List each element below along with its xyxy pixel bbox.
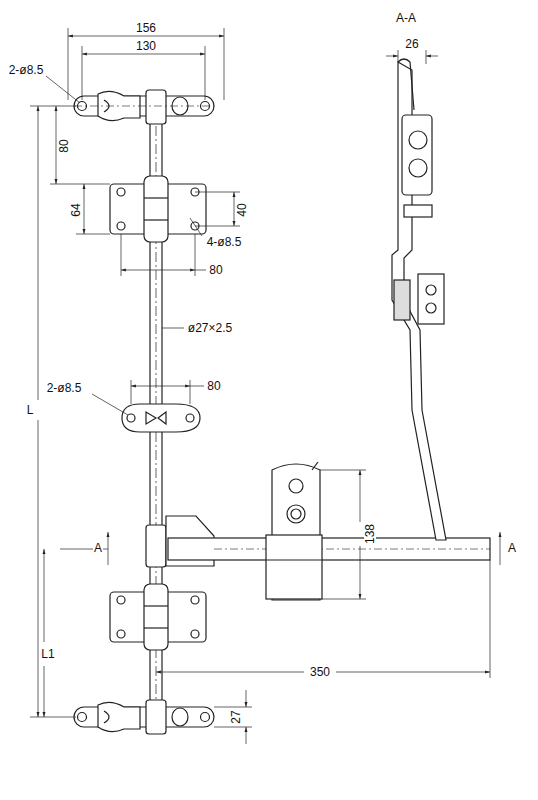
dimension-label: A xyxy=(507,542,517,554)
dimension-label: 80 xyxy=(58,138,70,153)
dimension-label: L1 xyxy=(40,648,55,660)
dimension-label: 40 xyxy=(236,202,248,217)
dimension-label: 26 xyxy=(404,38,419,50)
dimension-label: 2-ø8.5 xyxy=(46,382,83,394)
dimension-label: 350 xyxy=(309,666,331,678)
dimension-label: 27 xyxy=(230,709,242,724)
dimension-label: A-A xyxy=(395,12,417,24)
dimension-label: A xyxy=(93,542,103,554)
dimension-label: 2-ø8.5 xyxy=(8,64,45,76)
dimension-label: ø27×2.5 xyxy=(187,322,233,334)
dimension-label: 4-ø8.5 xyxy=(206,236,243,248)
dimension-label: 156 xyxy=(135,22,157,34)
dimension-label: 80 xyxy=(206,380,221,392)
dimension-label: 80 xyxy=(208,264,223,276)
dimension-label: 130 xyxy=(135,40,157,52)
dimension-label: 64 xyxy=(70,202,82,217)
dimension-label: L xyxy=(26,404,35,416)
dimension-label: 138 xyxy=(364,523,376,545)
